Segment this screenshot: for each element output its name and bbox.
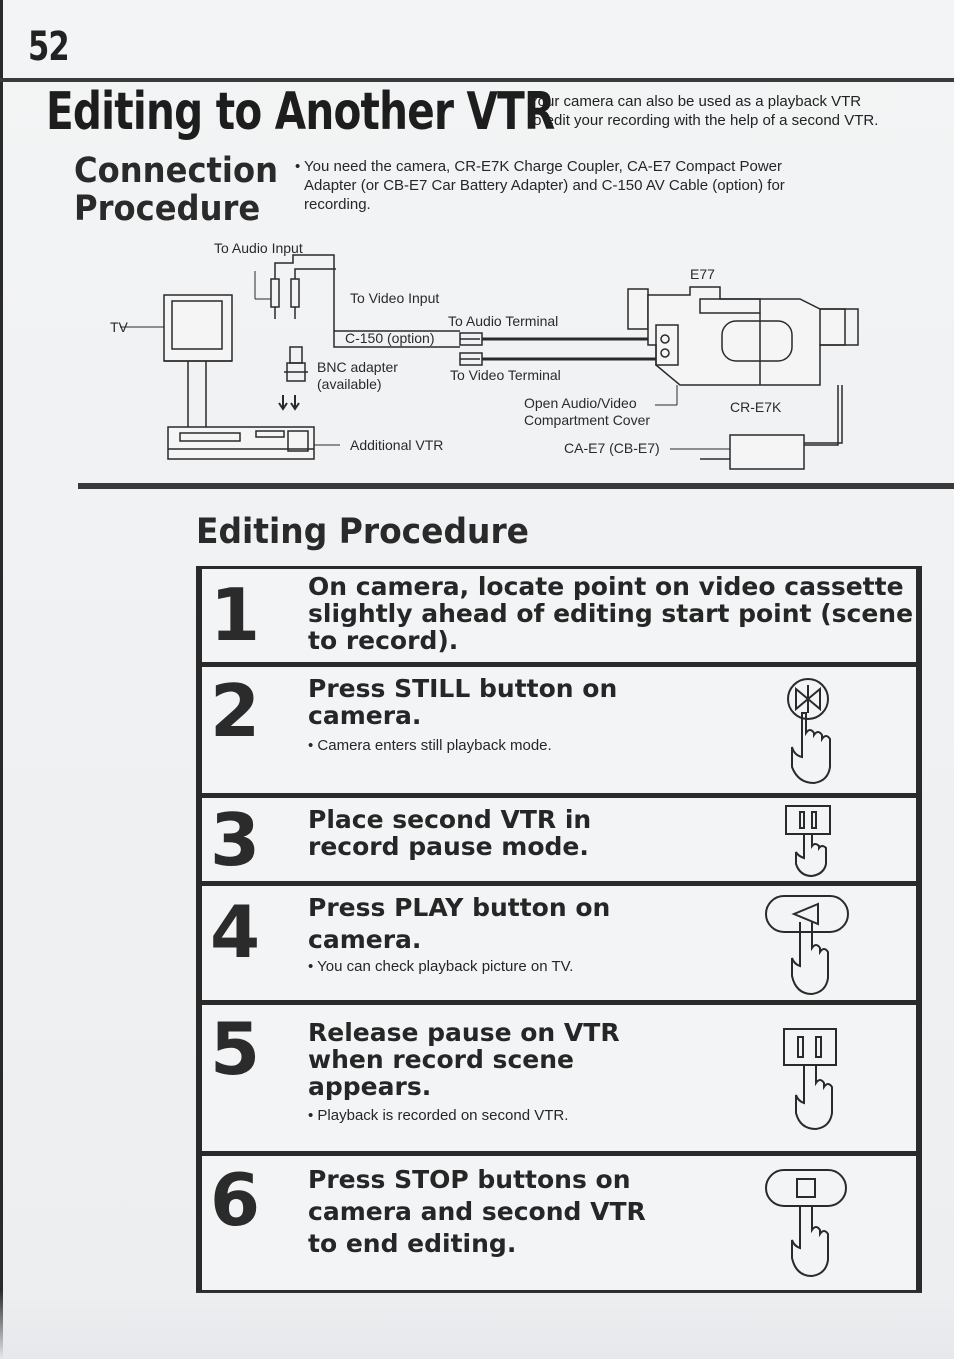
step-title-line: On camera, locate point on video cassett…	[308, 572, 904, 601]
step-title: Press STOP buttons on camera and second …	[308, 1164, 646, 1260]
step-3: 3 Place second VTR in record pause mode.	[199, 793, 919, 881]
step-number: 3	[210, 798, 261, 882]
page-title: Editing to Another VTR	[46, 82, 555, 142]
vtr-icon	[167, 426, 315, 460]
intro-text: Your camera can also be used as a playba…	[529, 92, 949, 130]
label-e77: E77	[690, 266, 715, 282]
label-tv: TV	[110, 319, 129, 335]
connection-heading: Connection Procedure	[74, 152, 278, 228]
label-open-cover: Compartment Cover	[524, 412, 650, 428]
connection-diagram: To Audio Input To Video Input TV C-150 (…	[110, 240, 859, 470]
note-line: You need the camera, CR-E7K Charge Coupl…	[304, 158, 783, 175]
editing-steps: 1 On camera, locate point on video casse…	[196, 566, 922, 1293]
stop-button-press-icon	[765, 1169, 847, 1278]
label-to-audio-input: To Audio Input	[214, 240, 303, 256]
play-button-press-icon	[765, 895, 849, 996]
step-number: 6	[210, 1158, 261, 1242]
step-note: • You can check playback picture on TV.	[308, 958, 574, 975]
step-2: 2 Press STILL button on camera. • Camera…	[199, 662, 919, 793]
step-title: Place second VTR in record pause mode.	[308, 806, 591, 860]
still-button-press-icon	[787, 678, 831, 785]
step-title: Release pause on VTR when record scene a…	[308, 1019, 620, 1100]
step-6: 6 Press STOP buttons on camera and secon…	[199, 1151, 919, 1290]
label-additional-vtr: Additional VTR	[350, 437, 443, 453]
camcorder-icon	[627, 286, 859, 386]
rca-plug-icon	[270, 254, 460, 348]
step-1: 1 On camera, locate point on video casse…	[199, 569, 919, 662]
step-title-line: appears.	[308, 1072, 432, 1101]
pause-button-press-icon	[785, 805, 831, 878]
step-title-line: Place second VTR in	[308, 805, 592, 834]
step-number: 4	[210, 890, 261, 974]
step-title: Press PLAY button on camera.	[308, 892, 610, 956]
intro-line: to edit your recording with the help of …	[529, 112, 879, 129]
label-to-audio-terminal: To Audio Terminal	[448, 313, 558, 329]
label-ca-e7: CA-E7 (CB-E7)	[564, 440, 660, 456]
note-line: recording.	[304, 196, 371, 213]
step-title-line: Press STILL button on	[308, 674, 618, 703]
step-4: 4 Press PLAY button on camera. • You can…	[199, 881, 919, 1000]
step-title-line: Release pause on VTR	[308, 1018, 620, 1047]
step-5: 5 Release pause on VTR when record scene…	[199, 1000, 919, 1151]
header-rule	[0, 78, 954, 82]
step-note: • Playback is recorded on second VTR.	[308, 1107, 569, 1124]
page-number: 52	[28, 24, 70, 70]
intro-line: Your camera can also be used as a playba…	[529, 93, 862, 110]
step-title-line: slightly ahead of editing start point (s…	[308, 599, 914, 628]
step-title-line: camera.	[308, 701, 422, 730]
tv-icon	[163, 294, 233, 427]
power-adapter-icon	[700, 385, 843, 470]
label-open-cover: Open Audio/Video	[524, 395, 637, 411]
label-cr-e7k: CR-E7K	[730, 399, 782, 415]
section-rule	[78, 483, 954, 489]
step-number: 5	[210, 1007, 261, 1091]
connection-heading-line: Connection	[74, 151, 279, 191]
bullet: •	[295, 158, 301, 175]
connection-note: • You need the camera, CR-E7K Charge Cou…	[295, 157, 884, 214]
label-to-video-input: To Video Input	[350, 290, 439, 306]
step-title-line: camera.	[308, 925, 422, 954]
page-shadow	[0, 1290, 954, 1359]
step-title-line: to record).	[308, 626, 459, 655]
label-available: (available)	[317, 376, 382, 392]
pause-button-press-icon	[783, 1028, 837, 1131]
label-bnc-adapter: BNC adapter	[317, 359, 398, 375]
step-title-line: to end editing.	[308, 1229, 517, 1258]
bnc-adapter-icon	[284, 346, 308, 382]
page-edge	[0, 0, 3, 1359]
step-title-line: when record scene	[308, 1045, 574, 1074]
step-number: 1	[210, 573, 261, 657]
step-title-line: record pause mode.	[308, 832, 589, 861]
note-line: Adapter (or CB-E7 Car Battery Adapter) a…	[304, 177, 785, 194]
connection-heading-line: Procedure	[74, 189, 261, 229]
step-title-line: Press PLAY button on	[308, 893, 611, 922]
step-title: Press STILL button on camera.	[308, 675, 617, 729]
label-to-video-terminal: To Video Terminal	[450, 367, 561, 383]
step-title-line: camera and second VTR	[308, 1197, 646, 1226]
step-number: 2	[210, 669, 261, 753]
label-c150: C-150 (option)	[345, 330, 435, 346]
step-title-line: Press STOP buttons on	[308, 1165, 631, 1194]
editing-heading: Editing Procedure	[196, 512, 530, 552]
step-title: On camera, locate point on video cassett…	[308, 573, 913, 654]
step-note: • Camera enters still playback mode.	[308, 737, 552, 754]
